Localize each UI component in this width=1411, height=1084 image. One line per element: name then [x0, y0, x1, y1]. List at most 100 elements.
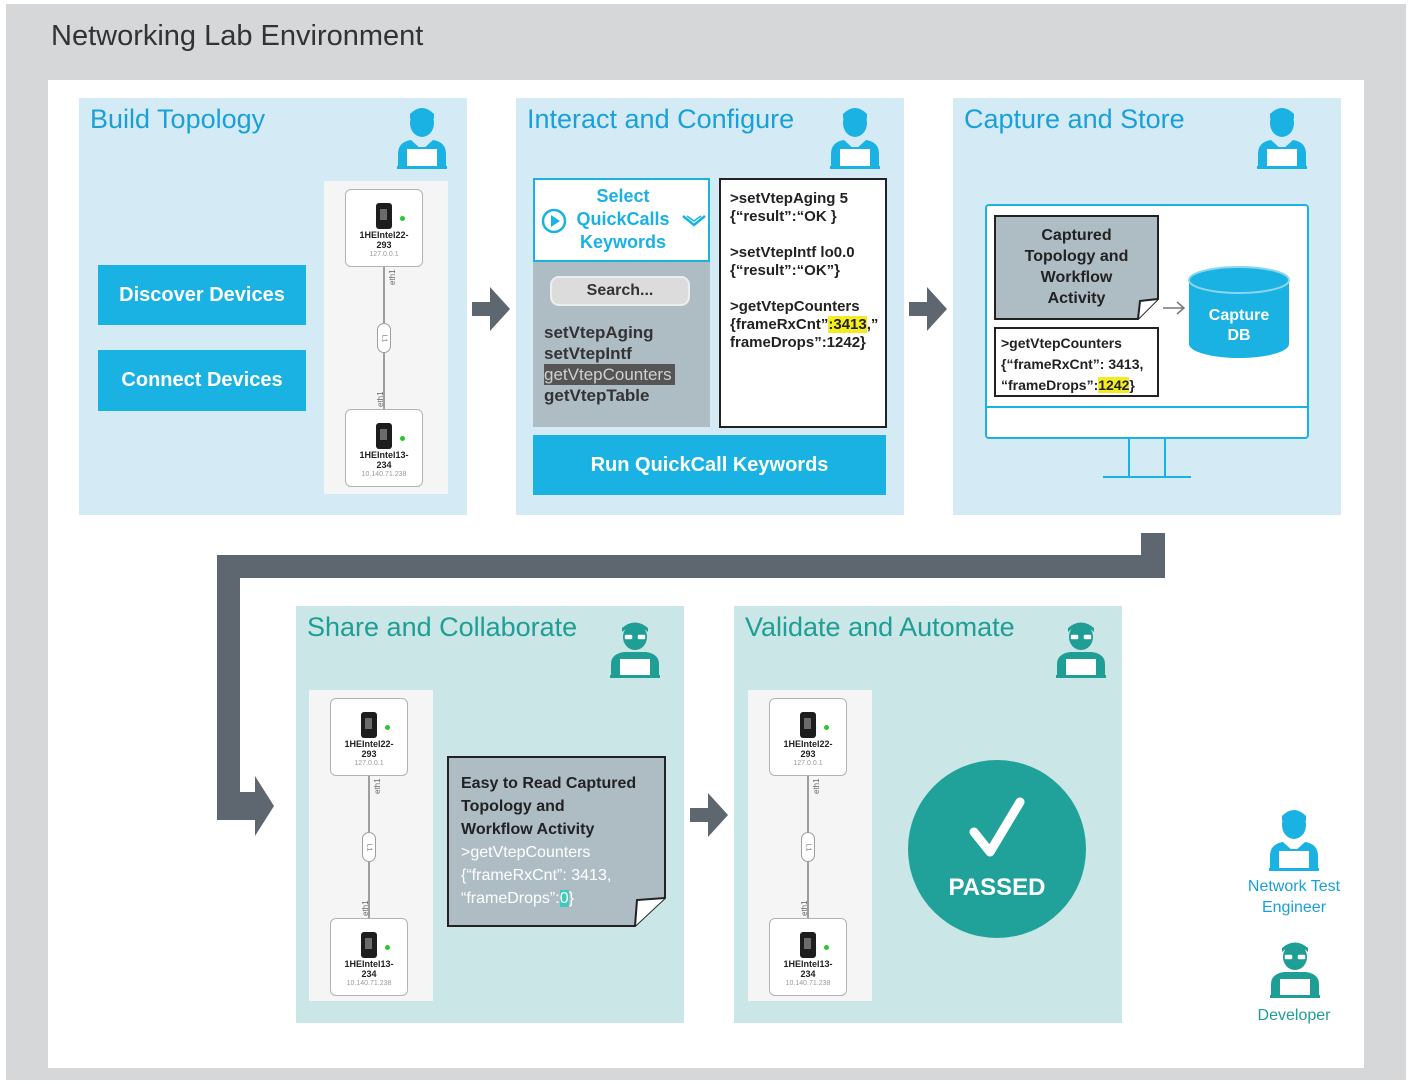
arrow-interact-to-capture: [909, 287, 947, 331]
output-line: {frameRxCnt”:3413,”: [730, 316, 879, 333]
device-node-top[interactable]: 1HEIntel22-293 127.0.0.1: [330, 698, 408, 776]
legend-developer: Developer: [1257, 1007, 1331, 1024]
output-line: {“frameRxCnt”: 3413,: [461, 867, 612, 884]
output-line: >setVtepIntf lo0.0: [730, 244, 855, 261]
discover-devices-button[interactable]: Discover Devices: [98, 265, 306, 325]
output-line: {“result”:“OK }: [730, 208, 837, 225]
highlight: 0: [559, 890, 569, 907]
note-line: Easy to Read Captured: [461, 775, 637, 792]
port-label: eth1: [388, 269, 397, 285]
panel-title: Capture and Store: [964, 104, 1185, 134]
device-icon: [376, 423, 392, 449]
device-ip: 10.140.71.238: [346, 980, 392, 987]
topology-view[interactable]: 1HEIntel22-293 127.0.0.1 L1 eth1 eth1 1H…: [309, 690, 433, 1001]
keyword-item[interactable]: setVtepIntf: [544, 344, 632, 363]
topology-view[interactable]: 1HEIntel22-293 127.0.0.1 L1 eth1 eth1 1H…: [324, 181, 448, 494]
note-line: Workflow Activity: [461, 821, 595, 838]
status-led: [400, 216, 405, 221]
device-node-bottom[interactable]: 1HEIntel13-234 10.140.71.238: [330, 918, 408, 996]
selector-label: Keywords: [579, 232, 667, 252]
device-name: 293: [361, 749, 377, 759]
device-node-top[interactable]: 1HEIntel22-293 127.0.0.1: [345, 189, 423, 267]
device-name: 1HEIntel22-: [344, 739, 394, 749]
passed-badge: PASSED: [908, 760, 1086, 938]
chevron-down-icon[interactable]: [681, 214, 707, 228]
device-node-bottom[interactable]: 1HEIntel13-234 10.140.71.238: [345, 409, 423, 487]
selector-label: QuickCalls: [576, 209, 670, 229]
quickcalls-selector[interactable]: Select QuickCalls Keywords: [533, 178, 710, 262]
panel-validate-automate: Validate and Automate 1HEIntel22-293 127…: [734, 606, 1122, 1023]
document-label: Captured: [1041, 227, 1112, 244]
panel-title: Build Topology: [90, 104, 266, 134]
captured-note: Easy to Read Captured Topology and Workf…: [461, 772, 636, 910]
device-name: 1HEIntel22-: [359, 230, 409, 240]
device-name: 234: [376, 460, 392, 470]
arrow-right-icon: [1163, 301, 1186, 315]
device-icon: [800, 932, 816, 958]
arrow-capture-to-share: [217, 533, 1165, 836]
link-label[interactable]: L1: [362, 832, 376, 862]
command-output: >setVtepAging 5 {“result”:“OK } >setVtep…: [719, 178, 887, 428]
device-icon: [361, 932, 377, 958]
status-led: [824, 945, 829, 950]
link-label[interactable]: L1: [377, 323, 391, 353]
developer-icon: [610, 622, 660, 678]
port-label: eth1: [373, 778, 382, 794]
device-icon: [361, 712, 377, 738]
device-name: 234: [361, 969, 377, 979]
device-name: 1HEIntel13-: [783, 959, 833, 969]
panel-title: Share and Collaborate: [307, 612, 578, 642]
device-icon: [800, 712, 816, 738]
panel-capture-store: Capture and Store Captured Topology and …: [953, 98, 1341, 515]
keyword-item[interactable]: setVtepAging: [544, 323, 654, 342]
topology-view[interactable]: 1HEIntel22-293 127.0.0.1 L1 eth1 eth1 1H…: [748, 690, 872, 1001]
link-label[interactable]: L1: [801, 832, 815, 862]
output-line: {“frameRxCnt”: 3413,: [1001, 356, 1144, 372]
document-label: Workflow: [1040, 269, 1113, 286]
output-line: >getVtepCounters: [461, 844, 591, 861]
network-test-engineer-icon: [1269, 810, 1319, 871]
device-node-top[interactable]: 1HEIntel22-293 127.0.0.1: [769, 698, 847, 776]
captured-note-icon: [447, 756, 666, 927]
keyword-list-panel: Search... setVtepAging setVtepIntf getVt…: [533, 262, 710, 427]
arrow-share-to-validate: [690, 793, 728, 837]
developer-icon: [1056, 622, 1106, 678]
highlight: 1242: [1098, 377, 1130, 393]
keyword-item-selected[interactable]: getVtepCounters: [544, 364, 675, 385]
device-name: 1HEIntel22-: [783, 739, 833, 749]
device-name: 293: [800, 749, 816, 759]
legend-engineer: Network Test Engineer: [1247, 878, 1341, 916]
network-test-engineer-icon: [830, 108, 880, 169]
db-label: DB: [1227, 327, 1251, 344]
database-icon: [1188, 266, 1290, 358]
checkmark-icon: [969, 797, 1025, 857]
network-test-engineer-icon: [397, 108, 447, 169]
port-label: eth1: [376, 391, 385, 407]
environment-title: Networking Lab Environment: [51, 20, 424, 52]
captured-output: >getVtepCounters {“frameRxCnt”: 3413, “f…: [994, 327, 1159, 397]
panel-title: Validate and Automate: [745, 612, 1015, 642]
keyword-item[interactable]: getVtepTable: [544, 386, 650, 405]
device-icon: [376, 203, 392, 229]
status-label: PASSED: [948, 874, 1046, 901]
output-line: {“result”:“OK”}: [730, 262, 841, 279]
status-led: [824, 725, 829, 730]
panel-share-collaborate: Share and Collaborate 1HEIntel22-293 127…: [296, 606, 684, 1023]
document-label: Topology and: [1024, 248, 1129, 265]
developer-icon: [1270, 942, 1320, 998]
device-ip: 10.140.71.238: [361, 471, 407, 478]
output-line: >getVtepCounters: [730, 298, 860, 315]
port-label: eth1: [812, 778, 821, 794]
output-line: frameDrops”:1242}: [730, 334, 866, 351]
port-label: eth1: [361, 900, 370, 916]
db-label: Capture: [1208, 307, 1270, 324]
run-quickcall-button[interactable]: Run QuickCall Keywords: [533, 435, 886, 495]
device-node-bottom[interactable]: 1HEIntel13-234 10.140.71.238: [769, 918, 847, 996]
search-input[interactable]: Search...: [550, 276, 690, 306]
connect-devices-button[interactable]: Connect Devices: [98, 350, 306, 411]
highlight: :3413: [828, 316, 867, 333]
arrow-build-to-interact: [472, 287, 510, 331]
note-line: Topology and: [461, 798, 565, 815]
device-ip: 127.0.0.1: [354, 760, 384, 767]
